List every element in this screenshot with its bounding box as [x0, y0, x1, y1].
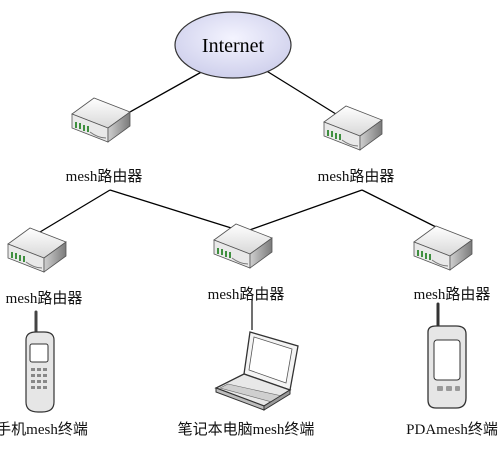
router-5 — [413, 225, 473, 271]
router-1-label: mesh路由器 — [66, 168, 143, 185]
router-icon — [413, 225, 473, 271]
router-1 — [71, 97, 131, 143]
laptop-icon — [214, 300, 299, 411]
router-2-label: mesh路由器 — [318, 168, 395, 185]
pda-icon — [427, 302, 467, 409]
router-4-label: mesh路由器 — [208, 286, 285, 303]
router-3-label: mesh路由器 — [6, 290, 83, 307]
router-5-label: mesh路由器 — [414, 286, 491, 303]
internet-label: Internet — [202, 35, 265, 57]
router-icon — [213, 223, 273, 269]
phone-terminal-label: 手机mesh终端 — [0, 421, 88, 438]
router-3 — [7, 227, 67, 273]
router-icon — [7, 227, 67, 273]
router-4 — [213, 223, 273, 269]
pda-terminal-label: PDAmesh终端 — [406, 421, 498, 438]
link-router2-router4 — [243, 189, 363, 233]
mobile-phone-icon — [25, 310, 55, 413]
router-icon — [71, 97, 131, 143]
cloud-ellipse — [174, 11, 292, 79]
link-router1-router4 — [109, 189, 245, 233]
link-router2-router5 — [361, 189, 447, 233]
laptop-terminal-label: 笔记本电脑mesh终端 — [178, 421, 315, 438]
link-router1-router3 — [39, 189, 111, 233]
internet-cloud: Internet — [174, 11, 292, 79]
connection-lines — [39, 69, 447, 233]
